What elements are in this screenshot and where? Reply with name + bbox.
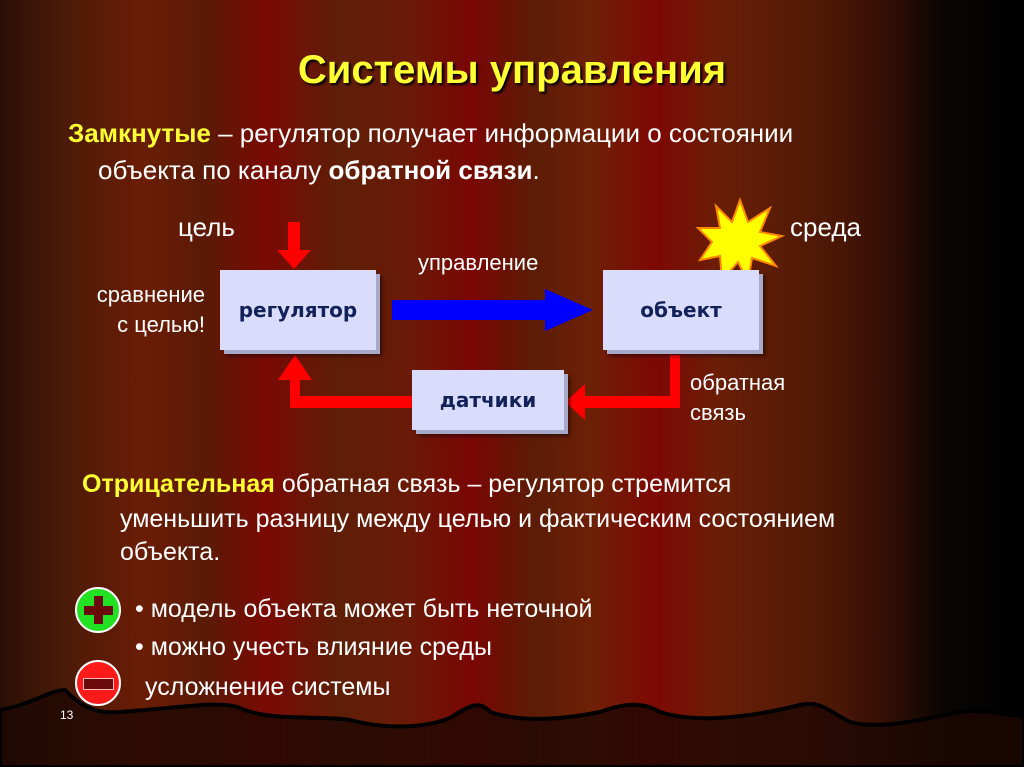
negative-line3: объекта. (120, 538, 221, 566)
sensors-box: датчики (412, 370, 564, 430)
closed-term: Замкнутые (68, 118, 211, 148)
feedback-label-1: обратная (690, 370, 786, 395)
closed-definition-line2: объекта по каналу обратной связи. (98, 155, 540, 186)
feedback-term: обратной связи (328, 155, 533, 185)
negative-line1: Отрицательная обратная связь – регулятор… (82, 470, 731, 499)
con-item: усложнение системы (145, 673, 391, 701)
closed-text-2: объекта по каналу (98, 155, 329, 185)
pro-item: • модель объекта может быть неточной (135, 595, 593, 623)
object-box: объект (603, 270, 759, 350)
compare-label-1: сравнение (96, 282, 205, 307)
closed-definition-line1: Замкнутые – регулятор получает информаци… (68, 118, 793, 149)
goal-label: цель (178, 212, 235, 242)
environment-label: среда (790, 212, 861, 242)
negative-line2: уменьшить разницу между целью и фактичес… (120, 505, 836, 533)
pro-item: • можно учесть влияние среды (135, 633, 492, 661)
minus-icon (75, 660, 121, 706)
regulator-box: регулятор (220, 270, 376, 350)
slide-number: 13 (60, 708, 74, 722)
environment-star-icon (695, 197, 786, 286)
control-arrow (392, 289, 593, 331)
compare-label-2: с целью! (117, 312, 205, 337)
control-label: управление (418, 250, 539, 275)
goal-arrow (277, 222, 311, 269)
negative-term: Отрицательная (82, 470, 275, 498)
period: . (532, 155, 540, 185)
feedback-arrow-left (278, 355, 412, 408)
plus-icon (75, 587, 121, 633)
feedback-arrow-right (565, 355, 680, 420)
slide-title: Системы управления (297, 48, 727, 92)
closed-text: – регулятор получает информации о состоя… (210, 118, 794, 148)
feedback-label-2: связь (690, 400, 746, 425)
negative-text: обратная связь – регулятор стремится (274, 470, 732, 498)
